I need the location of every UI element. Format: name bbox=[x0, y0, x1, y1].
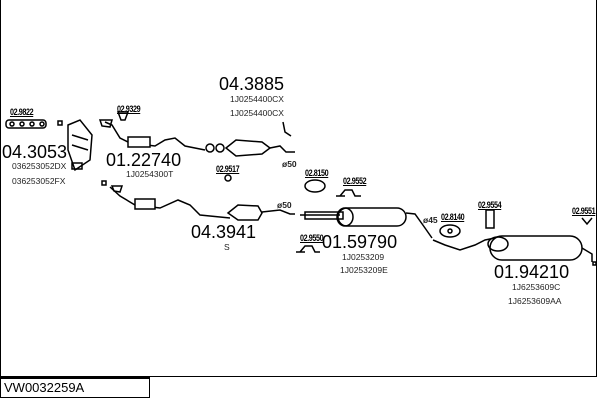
diagram-id: VW0032259A bbox=[0, 377, 150, 398]
hanger-02-8150-icon bbox=[304, 179, 326, 193]
hanger-02-9552-icon bbox=[336, 189, 361, 197]
hanger-02-8140-icon bbox=[439, 224, 461, 238]
diameter-label: ø50 bbox=[277, 200, 292, 210]
accessory-label: 02.8150 bbox=[305, 168, 329, 178]
accessory-label: 02.9550 bbox=[300, 233, 324, 243]
part-number[interactable]: 01.59790 bbox=[322, 232, 398, 252]
part-number[interactable]: 04.3053 bbox=[2, 142, 68, 162]
accessory-label: 02.9551 bbox=[572, 206, 596, 216]
part-number[interactable]: 04.3885 bbox=[219, 74, 285, 94]
diameter-label: ø50 bbox=[282, 159, 297, 169]
diagram-frame bbox=[0, 0, 597, 377]
manifold-gasket-icon bbox=[5, 119, 47, 129]
part-number[interactable]: 01.94210 bbox=[494, 262, 570, 282]
accessory-label: 02.8140 bbox=[441, 212, 465, 222]
hanger-02-9551-icon bbox=[581, 217, 593, 226]
clamp-02-9329-icon bbox=[116, 111, 130, 121]
accessory-label: 02.9517 bbox=[216, 164, 240, 174]
oem-number: 1J0254300T bbox=[126, 169, 174, 179]
oem-number: 1J6253609AA bbox=[508, 296, 562, 306]
part-number[interactable]: 01.22740 bbox=[106, 150, 182, 170]
middle-muffler-icon bbox=[300, 207, 433, 239]
catalytic-converter-04-3885-icon bbox=[224, 121, 295, 157]
exhaust-manifold-icon bbox=[57, 119, 93, 172]
oem-number: 1J0253209E bbox=[340, 265, 388, 275]
diameter-label: ø45 bbox=[423, 215, 438, 225]
hanger-02-9550-icon bbox=[296, 245, 320, 253]
oem-number: 1J0254400CX bbox=[230, 94, 284, 104]
front-pipe-icon bbox=[98, 119, 206, 151]
rear-muffler-icon bbox=[432, 235, 597, 266]
oem-number: 1J0253209 bbox=[342, 252, 385, 262]
oem-number: 1J6253609C bbox=[512, 282, 561, 292]
gasket-02-9517-icon bbox=[205, 143, 232, 182]
accessory-label: 02.9329 bbox=[117, 104, 141, 114]
oem-number: 1J0254400CX bbox=[230, 108, 284, 118]
accessory-label: 02.9552 bbox=[343, 176, 367, 186]
part-number[interactable]: 04.3941 bbox=[191, 222, 257, 242]
oem-number: S bbox=[224, 242, 230, 252]
oem-number: 036253052FX bbox=[12, 176, 66, 186]
oem-number: 036253052DX bbox=[12, 161, 67, 171]
hanger-02-9554-icon bbox=[485, 209, 495, 229]
accessory-label: 02.9822 bbox=[10, 107, 34, 117]
front-pipe-2-icon bbox=[101, 180, 231, 219]
accessory-label: 02.9554 bbox=[478, 200, 502, 210]
catalytic-converter-04-3941-icon bbox=[226, 204, 295, 221]
